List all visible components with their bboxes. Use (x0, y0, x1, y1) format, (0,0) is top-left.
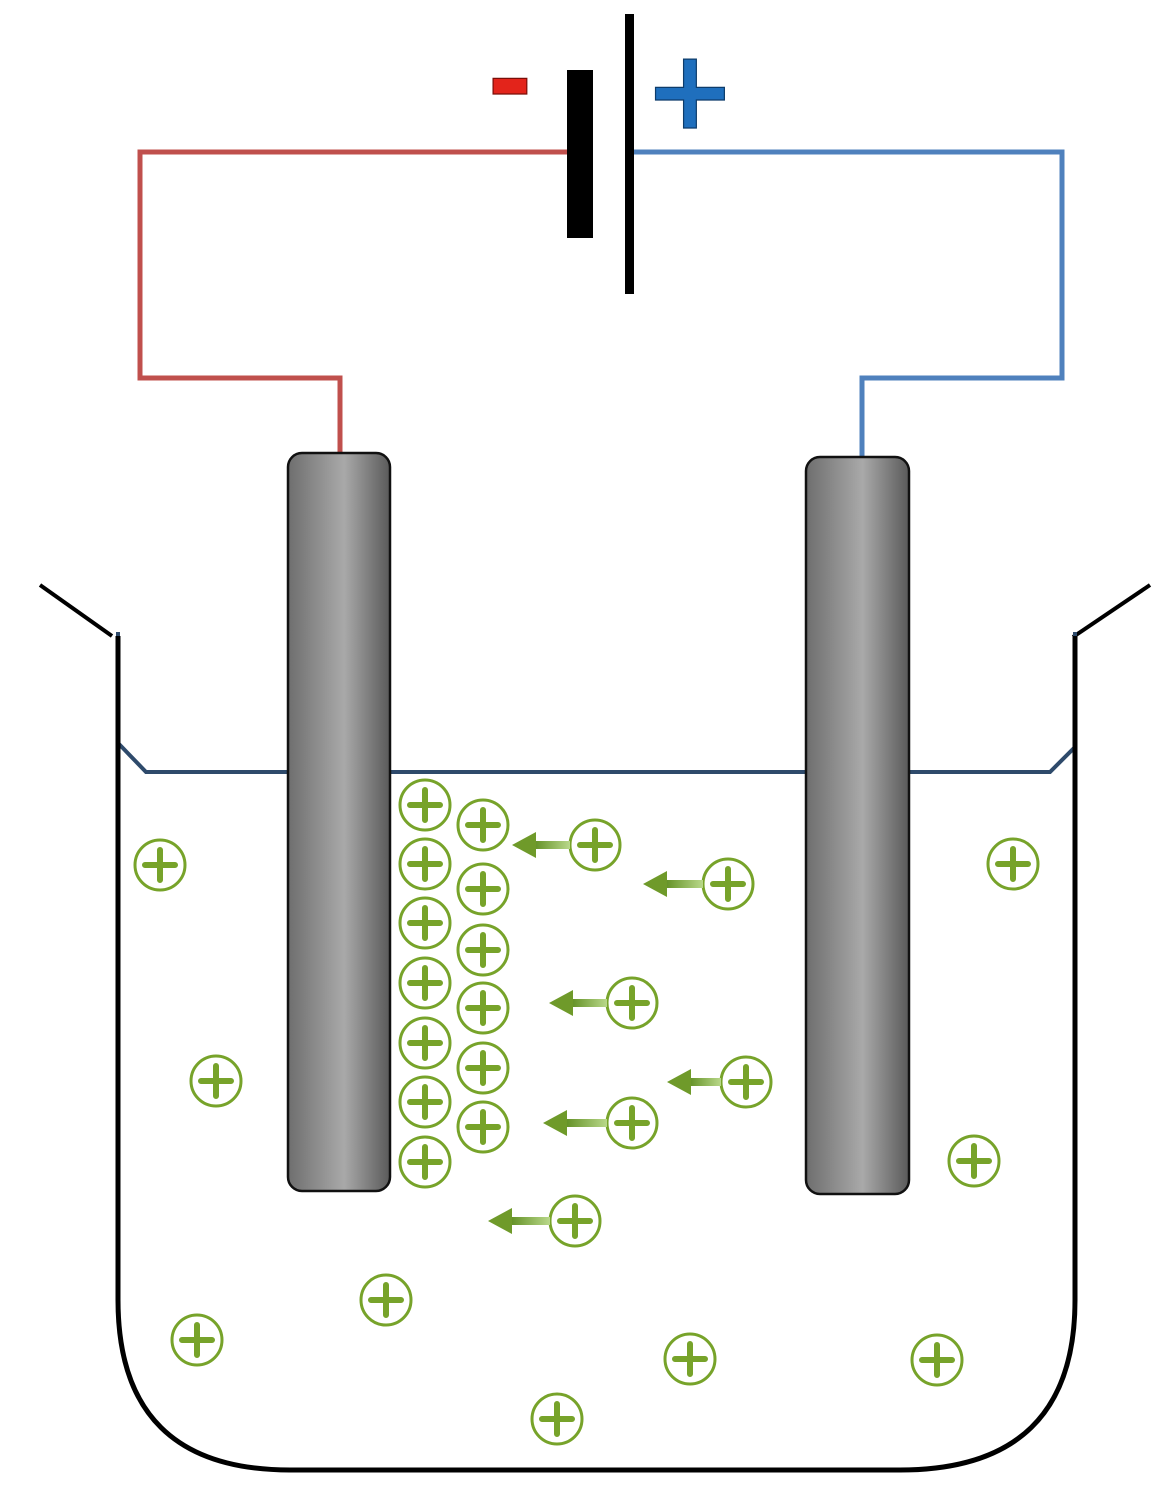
battery-negative-plate (567, 70, 593, 238)
adsorbed-cation-icon (398, 778, 452, 832)
negative-wire (137, 149, 568, 455)
adsorbed-cation-icon (398, 956, 452, 1010)
free-cation-icon (530, 1392, 584, 1446)
free-cation-icon (359, 1273, 413, 1327)
adsorbed-cation-icon (456, 798, 510, 852)
adsorbed-cation-icon (398, 1135, 452, 1189)
free-cation-icon (986, 837, 1040, 891)
migrating-cation-icon (605, 1096, 659, 1150)
arrow-layer (488, 832, 721, 1234)
adsorbed-cation-icon (398, 837, 452, 891)
battery-icon (567, 14, 634, 294)
free-cation-icon (170, 1313, 224, 1367)
free-cation-icon (133, 838, 187, 892)
arrow-left-icon (488, 1208, 550, 1234)
migrating-cation-icon (701, 857, 755, 911)
migrating-cation-icon (719, 1055, 773, 1109)
free-cation-icon (910, 1333, 964, 1387)
arrow-left-icon (549, 990, 607, 1016)
adsorbed-cation-icon (456, 862, 510, 916)
adsorbed-cation-icon (456, 923, 510, 977)
adsorbed-cation-icon (456, 981, 510, 1035)
cation-layer (133, 778, 1040, 1446)
arrow-left-icon (543, 1110, 607, 1136)
migrating-cation-icon (605, 976, 659, 1030)
positive-terminal-label: + (644, 26, 736, 154)
beaker (115, 636, 1078, 1473)
positive-wire (632, 149, 1065, 458)
arrow-left-icon (667, 1069, 721, 1095)
free-cation-icon (947, 1134, 1001, 1188)
beaker-left-lip (38, 583, 114, 638)
adsorbed-cation-icon (456, 1100, 510, 1154)
beaker-right-lip (1071, 583, 1152, 639)
negative-terminal-label: - (487, 16, 533, 144)
adsorbed-cation-icon (398, 1016, 452, 1070)
cathode-electrode (286, 451, 392, 1193)
adsorbed-cation-icon (398, 1075, 452, 1129)
anode-electrode (804, 455, 911, 1196)
arrow-left-icon (643, 871, 703, 897)
adsorbed-cation-icon (456, 1041, 510, 1095)
liquid-surface (116, 632, 1077, 774)
adsorbed-cation-icon (398, 896, 452, 950)
migrating-cation-icon (568, 818, 622, 872)
battery-positive-plate (625, 14, 634, 294)
free-cation-icon (663, 1332, 717, 1386)
migrating-cation-icon (548, 1194, 602, 1248)
free-cation-icon (189, 1054, 243, 1108)
arrow-left-icon (512, 832, 570, 858)
